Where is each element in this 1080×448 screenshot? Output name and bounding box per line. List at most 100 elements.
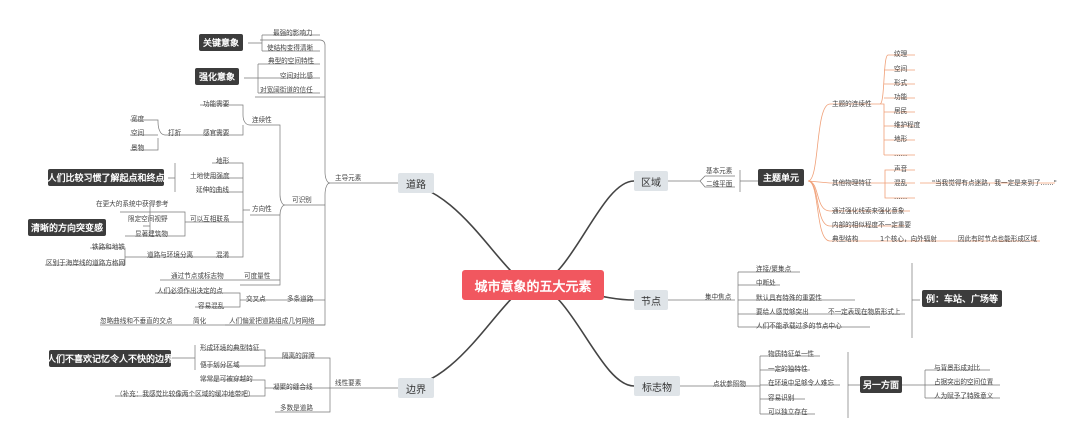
road-multi-road: 多条道路 (287, 295, 314, 303)
road-kw1-b: 使结构变得清晰 (267, 44, 314, 52)
district-core: 1个核心，向外辐射 (880, 235, 937, 243)
road-kw2[interactable]: 强化意象 (195, 68, 239, 85)
node-dark[interactable]: 例：车站、广场等 (922, 290, 1002, 307)
road-func-need: 功能需要 (203, 100, 230, 108)
landmark-item-2: 在环境中足够令人难忘 (768, 379, 834, 387)
node-item-1: 中断处 (756, 279, 776, 287)
road-landmark-bld: 显著建筑物 (135, 230, 168, 238)
district-strengthen: 通过强化线索来强化意象 (832, 207, 905, 215)
edge-typical: 形成环境的典型特征 (200, 344, 260, 352)
road-visible-connect: 可以互相联系 (190, 215, 230, 223)
road-chaos: 混淆 (216, 251, 230, 259)
road-terrain: 地形 (216, 157, 230, 165)
landmark-item-3: 容易识别 (768, 394, 795, 402)
edge-supplement: （补充：我感觉比较像两个区域的缓冲地带吧） (116, 390, 255, 398)
district-item-3: 功能 (894, 93, 908, 101)
district-theme-lines (807, 54, 1055, 242)
district-item-6: 地形 (894, 135, 908, 143)
edge-seam: 凝聚的缝合线 (273, 383, 313, 391)
road-kw1[interactable]: 关键意象 (199, 34, 243, 51)
road-road-env: 道路与环境分离 (147, 251, 194, 259)
road-lines (45, 34, 398, 326)
district-lines (668, 170, 760, 192)
road-easy-confuse: 容易混乱 (198, 302, 225, 310)
edge-often-cross: 常常是可被穿越的 (200, 375, 253, 383)
node-item-3: 要给人感觉够突出 (756, 308, 809, 316)
node-lines (668, 263, 920, 338)
road-ignore-curve: 忽略曲线和不垂直的交点 (100, 317, 173, 325)
edge-dark[interactable]: 人们不喜欢记忆令人不快的边界 (47, 350, 173, 367)
road-diff-coast: 区别于海岸线的道路方格网 (46, 259, 126, 267)
district-item-2: 形式 (894, 79, 908, 87)
road-width: 宽度 (131, 115, 145, 123)
road-pass-landmark: 通过节点或标志物 (171, 272, 224, 280)
node-item-4: 人们不能承载过多的节点中心 (756, 322, 842, 330)
district-dark[interactable]: 主题单元 (758, 169, 804, 186)
branch-district[interactable]: 区域 (634, 171, 668, 191)
road-railway: 铁路和地铁 (92, 243, 125, 251)
district-basic: 基本元素 (706, 167, 733, 175)
road-continuity: 连续性 (252, 116, 272, 124)
road-main: 主导元素 (335, 174, 362, 182)
district-node-form: 因此有时节点也能形成区域 (958, 235, 1038, 243)
landmark-item-4: 可以独立存在 (768, 408, 808, 416)
district-item-1: 空间 (894, 65, 908, 73)
road-identifiable: 可识别 (292, 196, 312, 204)
road-land-use: 土地使用强度 (190, 172, 230, 180)
landmark-item-1: 一定的独特性 (768, 365, 808, 373)
district-plane: 二维平面 (706, 180, 733, 188)
road-direction: 方向性 (252, 205, 272, 213)
branch-landmark[interactable]: 标志物 (634, 376, 680, 396)
road-limit-view: 限定空间视野 (128, 215, 168, 223)
landmark-lines (680, 352, 1000, 418)
branch-road[interactable]: 道路 (398, 173, 434, 193)
road-space: 空间 (131, 129, 145, 137)
node-item-0: 连接/聚集点 (756, 265, 792, 273)
road-dark-start[interactable]: 人们比较习惯了解起点和终点 (48, 169, 165, 186)
road-scenery: 景物 (131, 144, 145, 152)
landmark-dark[interactable]: 另一方面 (860, 376, 902, 393)
road-intersect: 交叉点 (246, 295, 266, 303)
district-other: 其他物理特征 (832, 179, 872, 187)
node-focus: 集中焦点 (705, 293, 732, 301)
edge-multi-road: 多数是道路 (280, 404, 313, 412)
road-sense-need: 感官需要 (203, 129, 230, 137)
road-kw1-a: 最强的影响力 (273, 29, 313, 37)
district-item-4: 居民 (894, 107, 908, 115)
road-geometric: 人们偏爱把道路组成几何网络 (229, 317, 315, 325)
road-ref-get: 在更大的系统中获得参考 (96, 200, 169, 208)
district-structure: 典型结构 (832, 235, 859, 243)
road-kw2-c: 对宽阔街道的信任 (260, 86, 313, 94)
district-chaos: 混乱 (894, 179, 908, 187)
center-topic[interactable]: 城市意象的五大元素 (462, 270, 604, 300)
road-kw2-b: 空间对比感 (280, 72, 313, 80)
edge-barrier: 隔离的屏障 (282, 352, 315, 360)
district-internal: 内部的相似程度不一定重要 (832, 221, 912, 229)
district-item-0: 纹理 (894, 50, 908, 58)
branch-node[interactable]: 节点 (634, 290, 668, 310)
landmark-item-0: 物质特征单一性 (768, 350, 815, 358)
edge-divide: 便于划分区域 (200, 361, 240, 369)
district-sound: 声音 (894, 165, 908, 173)
edge-lines (115, 345, 398, 413)
district-ellipsis: …… (894, 193, 908, 201)
landmark-contrast: 与背景形成对比 (934, 364, 981, 372)
edge-linear: 线性要素 (335, 379, 362, 387)
landmark-prominent: 占据突出的空间位置 (934, 378, 994, 386)
road-curve: 延伸的曲线 (196, 186, 229, 194)
landmark-meaning: 人为赋予了特殊意义 (934, 392, 994, 400)
road-simplify: 简化 (193, 317, 207, 325)
district-continuity: 主题的连续性 (832, 100, 872, 108)
node-item-2: 默认具有特殊的重要性 (756, 294, 822, 302)
road-dark-dir[interactable]: 清晰的方向突变感 (28, 219, 106, 236)
branch-edge[interactable]: 边界 (398, 378, 434, 398)
node-not-phys: 不一定表现在物质形式上 (828, 308, 901, 316)
district-quote: "当我觉得有点迷路，我一定是来到了……" (932, 179, 1057, 187)
district-item-5: 维护程度 (894, 121, 921, 129)
district-item-7: …… (894, 150, 908, 158)
landmark-point-ref: 点状参照物 (713, 380, 746, 388)
road-kw2-a: 典型的空间特性 (268, 57, 315, 65)
road-measure: 可度量性 (244, 272, 271, 280)
road-dressing: 打折 (168, 129, 182, 137)
